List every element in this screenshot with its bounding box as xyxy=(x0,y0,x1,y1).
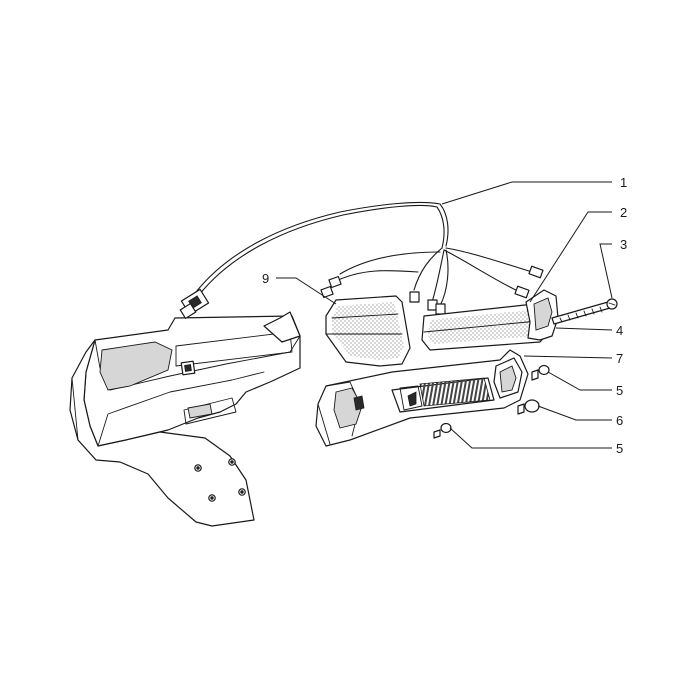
bulb-middle xyxy=(517,399,540,415)
bulb-upper xyxy=(531,364,550,381)
bulb-lower xyxy=(433,422,452,439)
right-lens xyxy=(421,303,555,351)
leader-9 xyxy=(276,277,337,305)
callout-2: 2 xyxy=(620,205,627,220)
leader-5b xyxy=(449,427,612,449)
gasket xyxy=(525,289,559,341)
leader-1 xyxy=(441,181,612,205)
leader-2 xyxy=(529,211,612,303)
leader-4 xyxy=(555,327,613,331)
leader-5a xyxy=(547,371,612,391)
leader-3 xyxy=(599,243,613,299)
leader-lines xyxy=(276,181,613,449)
callout-5b: 5 xyxy=(616,441,623,456)
callout-6: 6 xyxy=(616,413,623,428)
callout-9: 9 xyxy=(262,271,269,286)
rear-fender-housing xyxy=(69,311,301,527)
taillight-housing xyxy=(315,349,529,447)
leader-6 xyxy=(537,405,612,421)
screw xyxy=(551,298,618,325)
callout-4: 4 xyxy=(616,323,623,338)
callout-7: 7 xyxy=(616,351,623,366)
wiring-harness xyxy=(179,201,544,320)
callout-5a: 5 xyxy=(616,383,623,398)
callout-1: 1 xyxy=(620,175,627,190)
callout-3: 3 xyxy=(620,237,627,252)
leader-7 xyxy=(523,355,613,359)
callout-labels: 1 2 3 4 5 6 5 7 9 xyxy=(262,175,627,456)
left-lens xyxy=(325,295,411,367)
